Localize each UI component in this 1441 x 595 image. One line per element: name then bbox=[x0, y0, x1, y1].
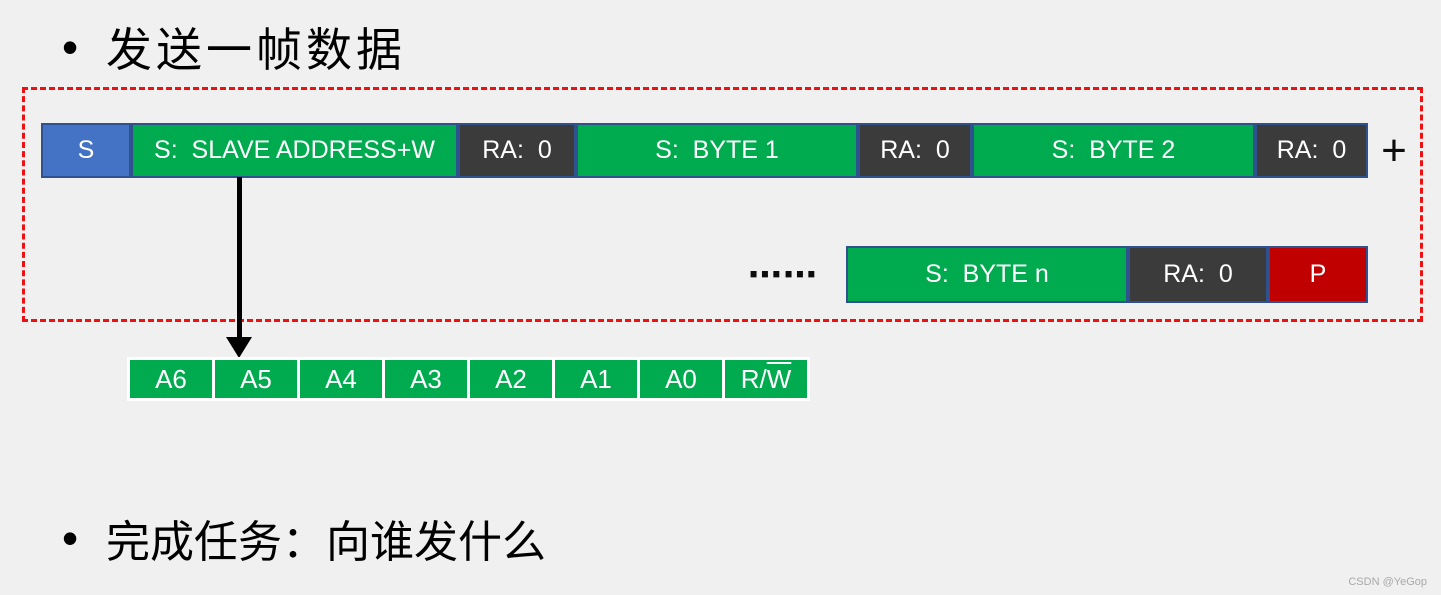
bit-cell-a0: A0 bbox=[640, 360, 722, 398]
watermark: CSDN @YeGop bbox=[1348, 576, 1427, 588]
bit-cell-a4: A4 bbox=[300, 360, 382, 398]
block-ack-n: RA: 0 bbox=[1128, 246, 1268, 303]
frame-row-2: S: BYTE n RA: 0 P bbox=[846, 246, 1368, 303]
block-byte-1: S: BYTE 1 bbox=[576, 123, 858, 178]
down-arrow-head bbox=[226, 337, 252, 358]
block-ack-1: RA: 0 bbox=[458, 123, 576, 178]
block-start-condition: S bbox=[41, 123, 131, 178]
rw-prefix: R/ bbox=[740, 363, 767, 394]
bullet-icon: • bbox=[62, 512, 79, 564]
bit-cell-a2: A2 bbox=[470, 360, 552, 398]
bit-cell-rw: R/W bbox=[725, 360, 807, 398]
frame-dashed-boundary bbox=[22, 87, 1423, 322]
bit-cell-a3: A3 bbox=[385, 360, 467, 398]
bit-cell-a1: A1 bbox=[555, 360, 637, 398]
bullet-icon: • bbox=[62, 21, 79, 73]
rw-write-overlined: W bbox=[766, 363, 792, 394]
bullet-line-send-frame: • 发送一帧数据 bbox=[62, 14, 406, 80]
block-ack-3: RA: 0 bbox=[1255, 123, 1368, 178]
ellipsis-dots: ⋯⋯ bbox=[748, 254, 818, 295]
block-byte-n: S: BYTE n bbox=[846, 246, 1128, 303]
block-stop-condition: P bbox=[1268, 246, 1368, 303]
down-arrow-shaft bbox=[237, 177, 242, 339]
bullet-text-send-frame: 发送一帧数据 bbox=[106, 24, 406, 76]
slave-address-bit-row: A6 A5 A4 A3 A2 A1 A0 R/W bbox=[127, 357, 810, 401]
bit-cell-a5: A5 bbox=[215, 360, 297, 398]
bullet-line-task: • 完成任务：向谁发什么 bbox=[62, 506, 546, 570]
bit-cell-a6: A6 bbox=[130, 360, 212, 398]
block-byte-2: S: BYTE 2 bbox=[972, 123, 1255, 178]
frame-row-1: S S: SLAVE ADDRESS+W RA: 0 S: BYTE 1 RA:… bbox=[41, 123, 1368, 178]
block-ack-2: RA: 0 bbox=[858, 123, 972, 178]
plus-sign: + bbox=[1381, 125, 1407, 175]
block-slave-address-w: S: SLAVE ADDRESS+W bbox=[131, 123, 458, 178]
bullet-text-task: 完成任务：向谁发什么 bbox=[106, 518, 546, 567]
